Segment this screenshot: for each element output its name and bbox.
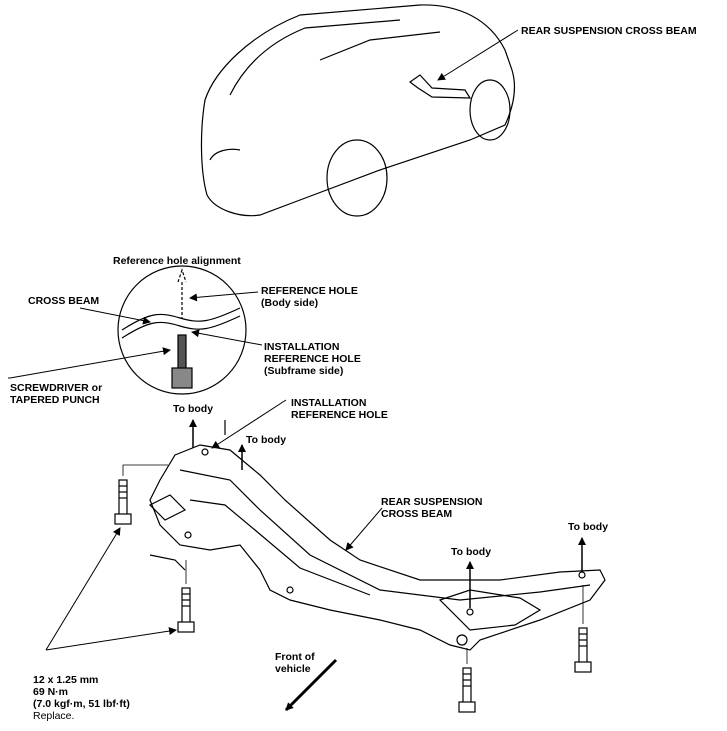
label-reference-hole: REFERENCE HOLE (Body side) — [261, 285, 358, 309]
label-to-body-3: To body — [451, 546, 492, 558]
label-rear-cross-beam-top: REAR SUSPENSION CROSS BEAM — [521, 25, 697, 37]
bolt-left-upper — [114, 479, 132, 525]
label-cross-beam: CROSS BEAM — [28, 295, 100, 307]
label-front-of-vehicle: Front of vehicle — [275, 651, 315, 675]
label-rear-suspension-cross-beam: REAR SUSPENSION CROSS BEAM — [381, 496, 483, 520]
label-installation-reference-hole-subframe: INSTALLATION REFERENCE HOLE (Subframe si… — [264, 341, 361, 377]
torque-leaders — [45, 527, 177, 651]
label-reference-hole-alignment: Reference hole alignment — [113, 255, 241, 267]
leader-cross-beam — [345, 507, 383, 551]
bolt-rear-right — [574, 627, 592, 673]
bolts — [114, 479, 592, 713]
bolt-left-lower — [177, 587, 195, 633]
label-torque-spec: 12 x 1.25 mm 69 N·m (7.0 kgf·m, 51 lbf·f… — [33, 674, 130, 722]
front-arrow — [284, 658, 338, 712]
vehicle-outline — [200, 4, 516, 217]
label-screwdriver: SCREWDRIVER or TAPERED PUNCH — [10, 382, 103, 406]
label-to-body-1: To body — [173, 403, 214, 415]
bolt-rear-mid — [458, 667, 476, 713]
detail-leaders — [8, 291, 263, 379]
label-to-body-2: To body — [246, 434, 287, 446]
label-installation-reference-hole: INSTALLATION REFERENCE HOLE — [291, 397, 388, 421]
bolt-guides — [122, 464, 584, 664]
detail-circle — [117, 265, 247, 395]
to-body-arrows — [189, 419, 586, 608]
leader-top-beam — [437, 29, 519, 81]
label-to-body-4: To body — [568, 521, 609, 533]
cross-beam-assembly — [148, 420, 606, 651]
leader-installation-ref — [211, 399, 287, 449]
